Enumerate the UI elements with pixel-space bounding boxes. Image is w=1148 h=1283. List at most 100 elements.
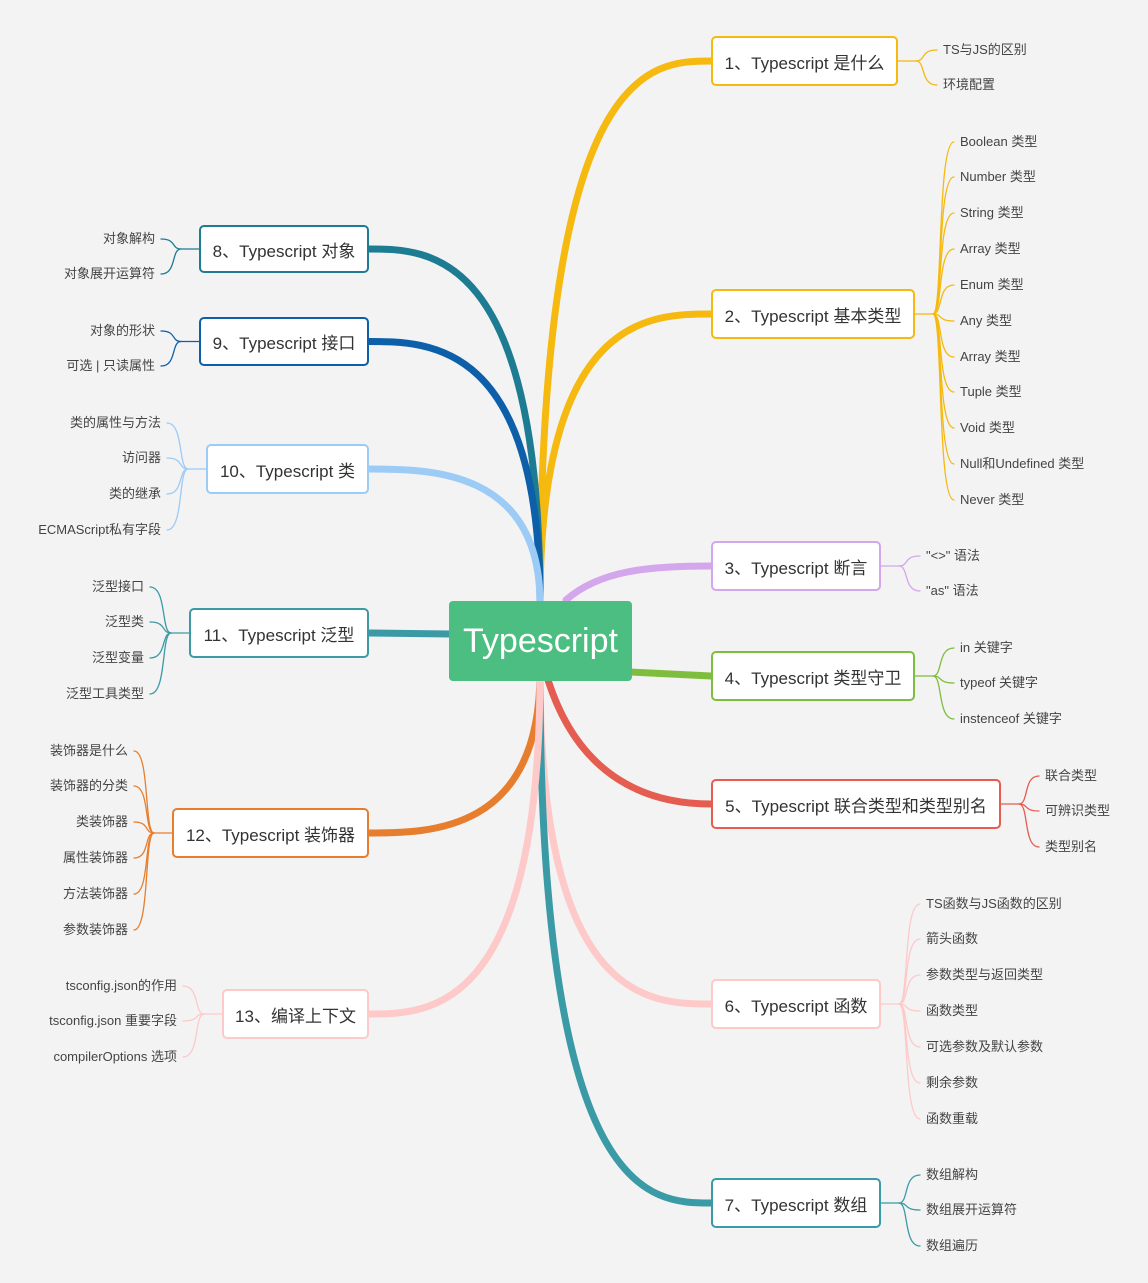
branch-topic-7[interactable]: 7、Typescript 数组 [711,1178,881,1228]
leaf-connector-13-3 [182,1013,205,1058]
branch-connector-10 [365,465,544,607]
leaf-connector-5-1 [1018,775,1040,805]
branch-connector-1 [536,57,715,607]
leaf-connector-3-2 [898,565,921,592]
leaf-connector-2-4 [932,248,955,315]
branch-connector-8 [365,245,544,607]
leaf-connector-8-2 [160,248,182,275]
leaf-topic-11-3[interactable]: 泛型变量 [91,650,144,665]
leaf-topic-1-1[interactable]: TS与JS的区别 [943,42,1027,57]
leaf-topic-2-5[interactable]: Enum 类型 [960,277,1024,292]
root-topic[interactable]: Typescript [449,601,632,681]
leaf-topic-11-4[interactable]: 泛型工具类型 [65,686,144,701]
leaf-connector-12-6 [133,832,155,931]
leaf-topic-3-2[interactable]: "as" 语法 [926,583,979,598]
leaf-topic-1-2[interactable]: 环境配置 [943,77,996,92]
leaf-connector-8-1 [160,238,182,250]
branch-topic-6[interactable]: 6、Typescript 函数 [711,979,881,1029]
leaf-topic-7-3[interactable]: 数组遍历 [926,1238,979,1253]
leaf-topic-9-2[interactable]: 可选 | 只读属性 [66,358,155,373]
leaf-connector-6-2 [898,938,921,1005]
leaf-topic-2-4[interactable]: Array 类型 [960,241,1021,256]
branch-topic-2[interactable]: 2、Typescript 基本类型 [711,289,915,339]
leaf-topic-2-8[interactable]: Tuple 类型 [960,384,1022,399]
branch-topic-12[interactable]: 12、Typescript 装饰器 [172,808,369,858]
leaf-topic-12-1[interactable]: 装饰器是什么 [49,743,128,758]
leaf-topic-4-1[interactable]: in 关键字 [960,640,1013,655]
leaf-connector-10-2 [166,457,189,470]
leaf-connector-6-7 [898,1003,921,1120]
leaf-topic-2-7[interactable]: Array 类型 [960,349,1021,364]
leaf-topic-2-1[interactable]: Boolean 类型 [960,134,1038,149]
leaf-topic-7-1[interactable]: 数组解构 [926,1167,979,1182]
leaf-topic-6-1[interactable]: TS函数与JS函数的区别 [926,896,1062,911]
leaf-connector-12-2 [133,785,155,834]
leaf-connector-11-1 [149,586,172,634]
branch-topic-8[interactable]: 8、Typescript 对象 [199,225,369,273]
leaf-topic-2-10[interactable]: Null和Undefined 类型 [960,456,1085,471]
branch-topic-10[interactable]: 10、Typescript 类 [206,444,369,494]
leaf-topic-11-2[interactable]: 泛型类 [104,614,144,629]
branch-connector-9 [365,338,544,607]
leaf-topic-9-1[interactable]: 对象的形状 [89,323,155,338]
leaf-topic-6-6[interactable]: 剩余参数 [926,1075,979,1090]
branch-connector-4 [626,668,715,680]
leaf-topic-5-2[interactable]: 可辨识类型 [1045,803,1111,818]
leaf-topic-4-2[interactable]: typeof 关键字 [960,675,1039,690]
leaf-topic-6-5[interactable]: 可选参数及默认参数 [926,1039,1044,1054]
leaf-topic-5-1[interactable]: 联合类型 [1045,768,1098,783]
leaf-topic-12-2[interactable]: 装饰器的分类 [49,778,128,793]
leaf-topic-2-11[interactable]: Never 类型 [960,492,1025,507]
branch-topic-3[interactable]: 3、Typescript 断言 [711,541,881,591]
leaf-topic-6-2[interactable]: 箭头函数 [926,931,979,946]
leaf-topic-6-3[interactable]: 参数类型与返回类型 [926,967,1044,982]
branch-topic-5[interactable]: 5、Typescript 联合类型和类型别名 [711,779,1001,829]
branch-topic-1[interactable]: 1、Typescript 是什么 [711,36,898,86]
leaf-connector-3-1 [898,555,921,567]
branch-topic-4[interactable]: 4、Typescript 类型守卫 [711,651,915,701]
leaf-topic-8-2[interactable]: 对象展开运算符 [63,266,155,281]
branch-connector-5 [544,676,715,808]
leaf-connector-9-1 [160,330,182,343]
leaf-topic-12-3[interactable]: 类装饰器 [75,814,128,829]
leaf-topic-10-1[interactable]: 类的属性与方法 [69,415,161,430]
leaf-topic-12-6[interactable]: 参数装饰器 [62,922,128,937]
leaf-topic-8-1[interactable]: 对象解构 [102,231,155,246]
leaf-topic-2-6[interactable]: Any 类型 [960,313,1013,328]
leaf-topic-7-2[interactable]: 数组展开运算符 [926,1202,1018,1217]
branch-connector-13 [365,669,544,1018]
leaf-connector-11-2 [149,621,172,634]
leaf-topic-10-4[interactable]: ECMAScript私有字段 [38,522,161,537]
leaf-topic-6-7[interactable]: 函数重载 [926,1111,979,1126]
leaf-connector-2-3 [932,212,955,315]
leaf-topic-13-1[interactable]: tsconfig.json的作用 [65,978,177,993]
leaf-connector-1-2 [915,60,938,86]
leaf-topic-13-2[interactable]: tsconfig.json 重要字段 [49,1013,177,1028]
branch-topic-13[interactable]: 13、编译上下文 [222,989,369,1039]
leaf-topic-12-4[interactable]: 属性装饰器 [62,850,128,865]
leaf-topic-3-1[interactable]: "<>" 语法 [926,548,981,563]
leaf-topic-13-3[interactable]: compilerOptions 选项 [53,1049,177,1064]
branch-connector-11 [365,629,454,638]
leaf-connector-4-1 [932,647,955,677]
leaf-connector-1-1 [915,49,938,62]
leaf-topic-5-3[interactable]: 类型别名 [1045,839,1098,854]
leaf-connector-5-3 [1018,803,1040,848]
branch-topic-9[interactable]: 9、Typescript 接口 [199,317,369,366]
leaf-topic-4-3[interactable]: instenceof 关键字 [960,711,1062,726]
leaf-topic-2-9[interactable]: Void 类型 [960,420,1015,435]
leaf-connector-7-3 [898,1202,921,1247]
leaf-topic-11-1[interactable]: 泛型接口 [91,579,144,594]
branch-topic-11[interactable]: 11、Typescript 泛型 [189,608,369,658]
leaf-topic-10-3[interactable]: 类的继承 [108,486,161,501]
leaf-topic-2-3[interactable]: String 类型 [960,205,1024,220]
branch-connector-12 [365,669,544,837]
leaf-topic-6-4[interactable]: 函数类型 [926,1003,979,1018]
leaf-connector-4-3 [932,675,955,720]
leaf-connector-12-3 [133,821,155,834]
leaf-topic-12-5[interactable]: 方法装饰器 [62,886,128,901]
branch-connector-2 [536,310,715,607]
leaf-topic-10-2[interactable]: 访问器 [121,450,161,465]
leaf-topic-2-2[interactable]: Number 类型 [960,169,1036,184]
